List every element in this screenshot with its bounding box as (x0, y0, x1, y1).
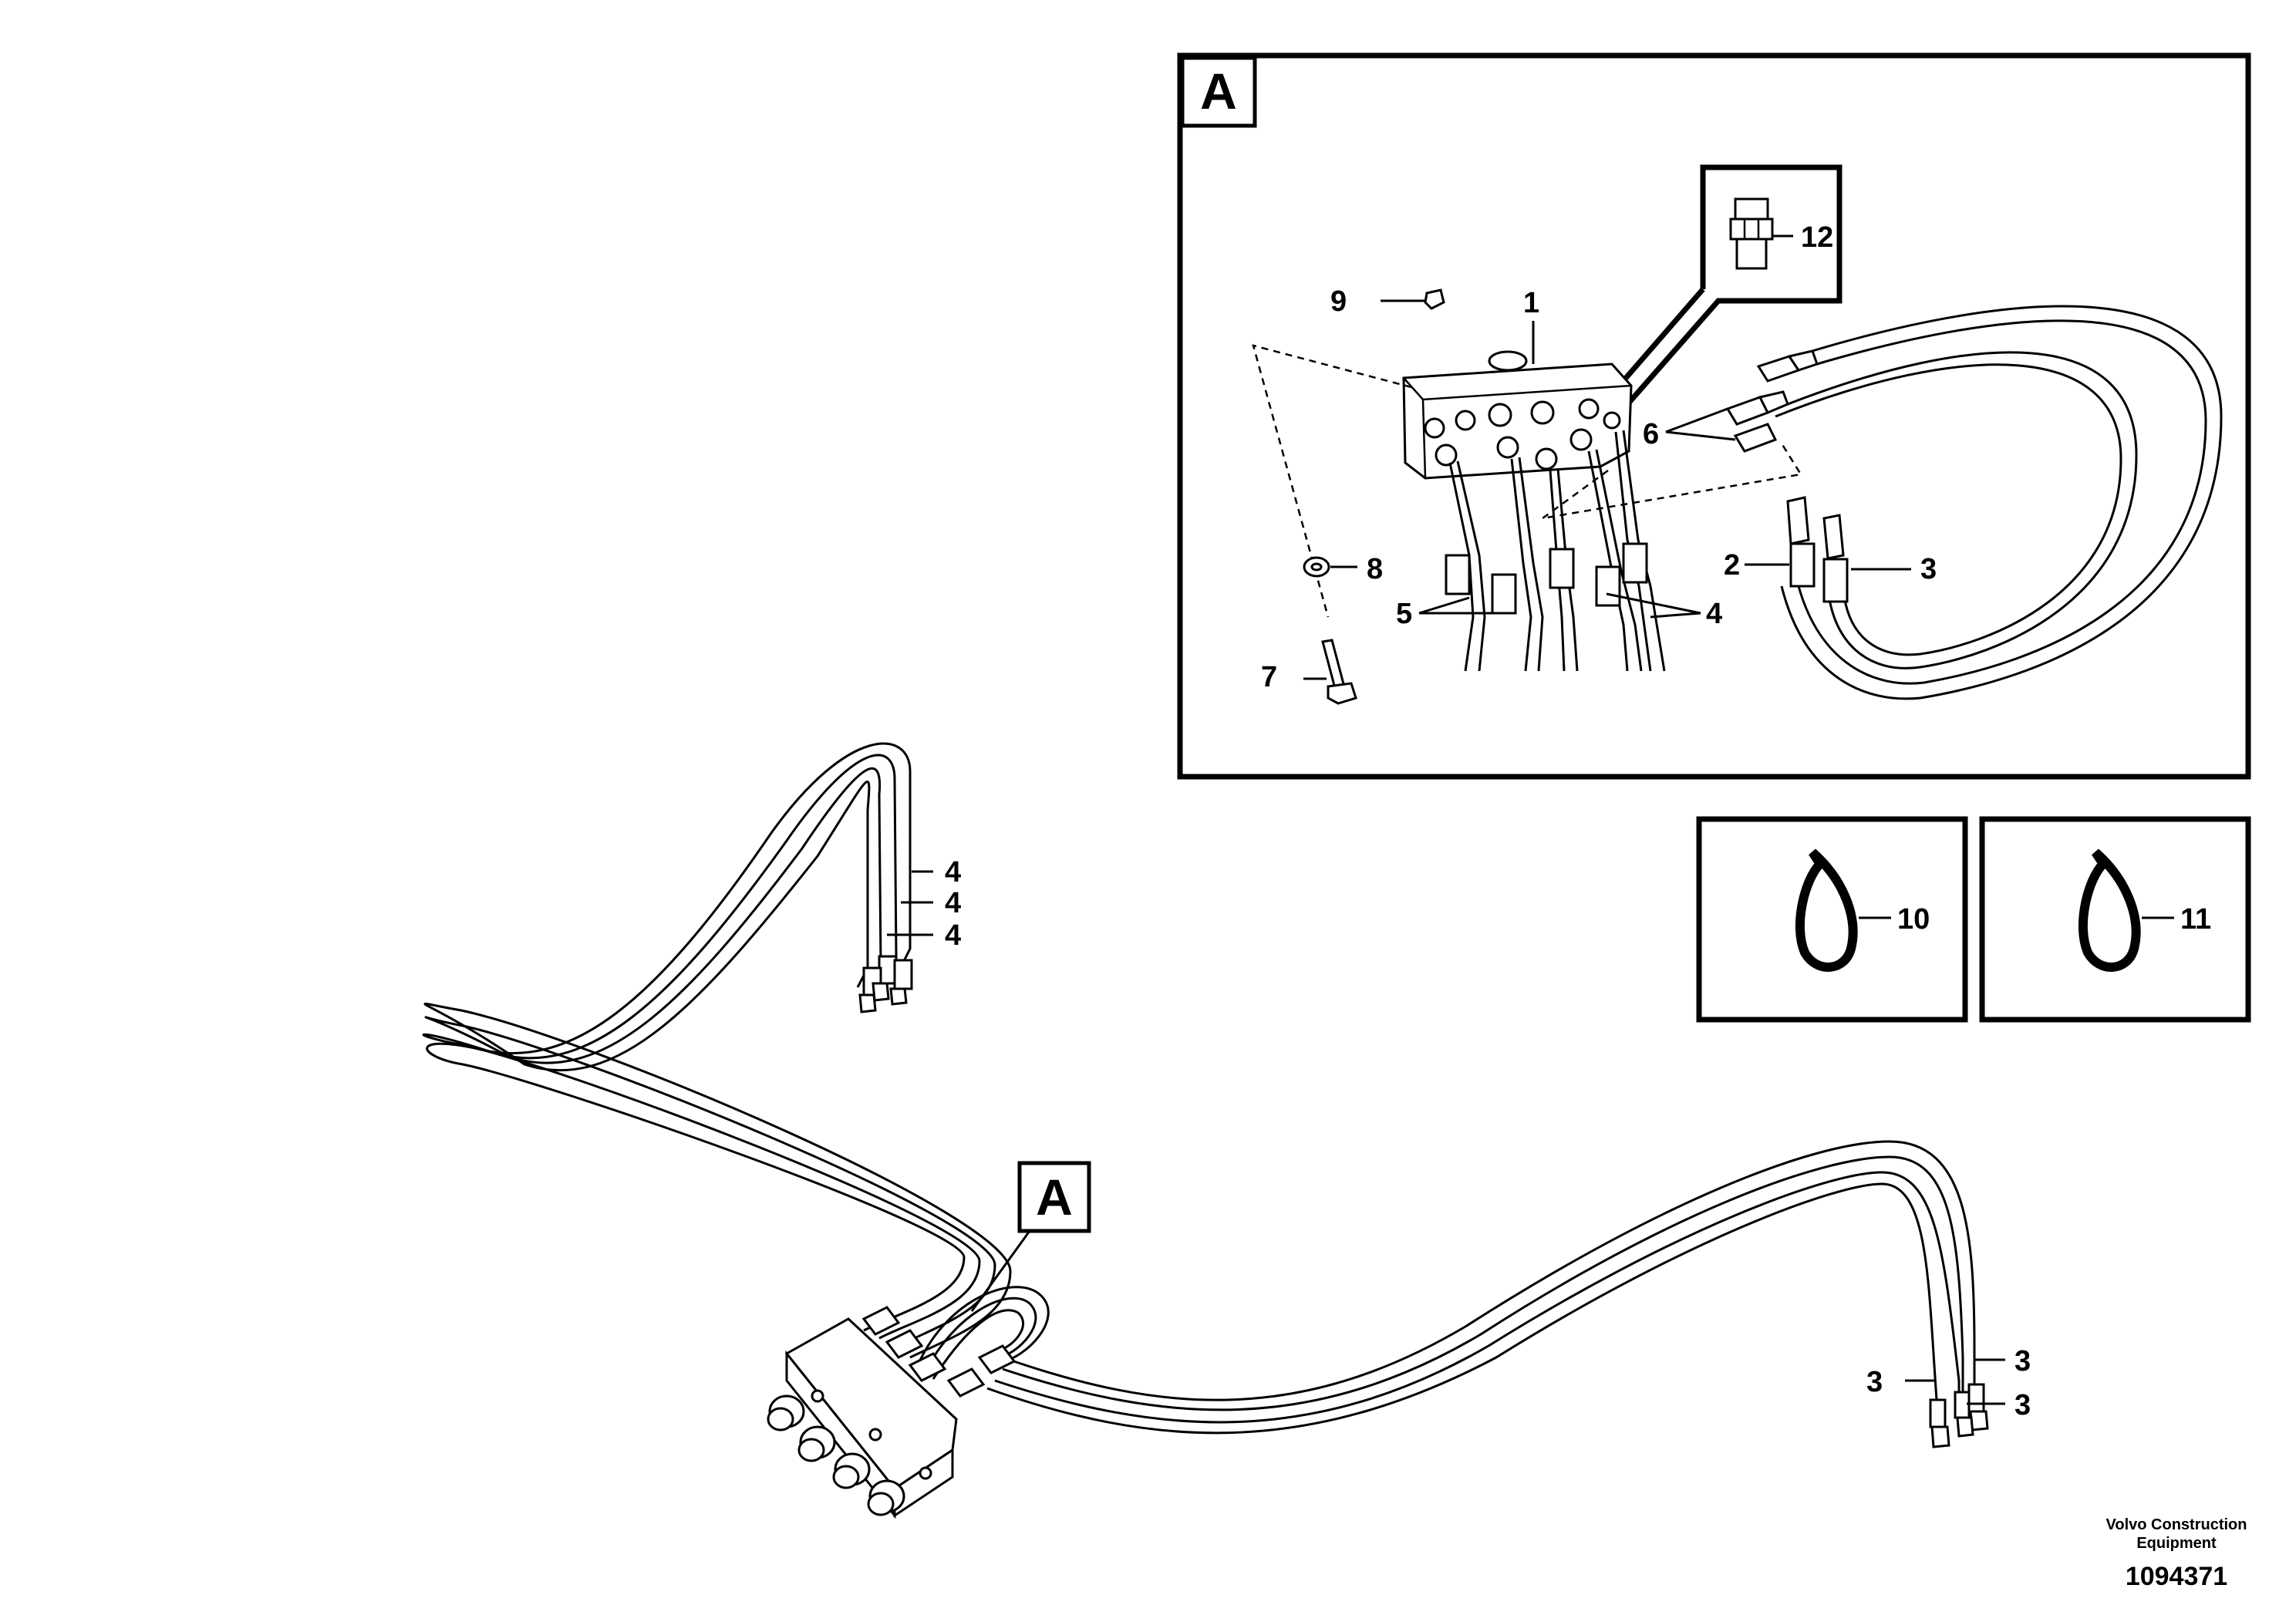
label-4: 4 (1706, 598, 1722, 630)
inset-12-frame (1594, 164, 1843, 442)
label-9: 9 (1330, 285, 1347, 318)
view-marker-letter: A (1036, 1168, 1073, 1226)
leader-5a (1418, 596, 1470, 615)
valve-knob-4 (867, 1479, 905, 1516)
hoses-2-3-loop (1775, 305, 2223, 700)
label-1: 1 (1523, 287, 1539, 319)
valve-block-1-icon (1402, 350, 1633, 480)
label-6: 6 (1643, 418, 1659, 450)
footer-doc-number: 1094371 (2126, 1562, 2227, 1591)
view-marker-box (1017, 1161, 1091, 1233)
footer-company-line1: Volvo Construction (2106, 1516, 2247, 1533)
label-8: 8 (1367, 553, 1383, 585)
label-5: 5 (1396, 598, 1412, 630)
cable-tie-10-box: 10 (1696, 816, 1968, 1023)
label-7: 7 (1261, 661, 1277, 693)
tie-11-frame (1979, 816, 2251, 1023)
leader-6b (1665, 430, 1736, 441)
fitting-6-icon (1725, 349, 1819, 453)
hose-bundle-4 (422, 742, 1012, 1359)
washer-8-icon (1303, 556, 1330, 578)
valve-knob-1 (767, 1394, 805, 1431)
main-label-3c: 3 (2014, 1389, 2031, 1421)
main-label-3b: 3 (1866, 1366, 1883, 1398)
view-marker-leader (970, 1230, 1031, 1312)
leader-4b (1650, 612, 1701, 619)
cable-tie-10-icon (1795, 848, 1858, 972)
detail-marker-box (1180, 56, 1257, 128)
valve-knob-3 (832, 1452, 871, 1489)
leader-6a (1665, 407, 1728, 433)
fitting-axis-dashed (1542, 443, 1803, 520)
main-label-4b: 4 (945, 887, 961, 919)
cable-tie-11-box: 11 (1979, 816, 2251, 1023)
footer: Volvo Construction Equipment 1094371 (2106, 1516, 2247, 1591)
main-assembly: 4 4 4 3 3 3 (422, 742, 2031, 1519)
cable-tie-11-icon (2078, 848, 2141, 972)
detail-frame (1177, 52, 2251, 780)
valve-knob-2 (797, 1425, 836, 1462)
bolt-7-icon (1321, 639, 1357, 705)
leader-4a (1606, 592, 1701, 615)
detail-view-a: A 12 9 1 (1177, 52, 2251, 780)
tie-10-frame (1696, 816, 1968, 1023)
label-2: 2 (1724, 549, 1740, 582)
footer-company-line2: Equipment (2136, 1535, 2217, 1552)
valve-hose-loops (916, 1286, 1050, 1380)
hoses-4-5-detail (1445, 430, 1666, 672)
label-10: 10 (1897, 903, 1930, 936)
label-12: 12 (1801, 221, 1833, 254)
bolt-axis-dashed (1252, 344, 1412, 618)
nut-9-icon (1424, 288, 1445, 310)
adapter-12-icon (1729, 197, 1774, 270)
valve-block-main-icon (767, 1306, 1017, 1519)
hose-bundle-3 (986, 1140, 1989, 1448)
main-label-3a: 3 (2014, 1345, 2031, 1378)
main-label-4a: 4 (945, 856, 961, 889)
label-3: 3 (1920, 553, 1937, 585)
detail-marker-letter: A (1200, 62, 1237, 120)
label-11: 11 (2180, 903, 2211, 936)
main-label-4c: 4 (945, 919, 961, 952)
